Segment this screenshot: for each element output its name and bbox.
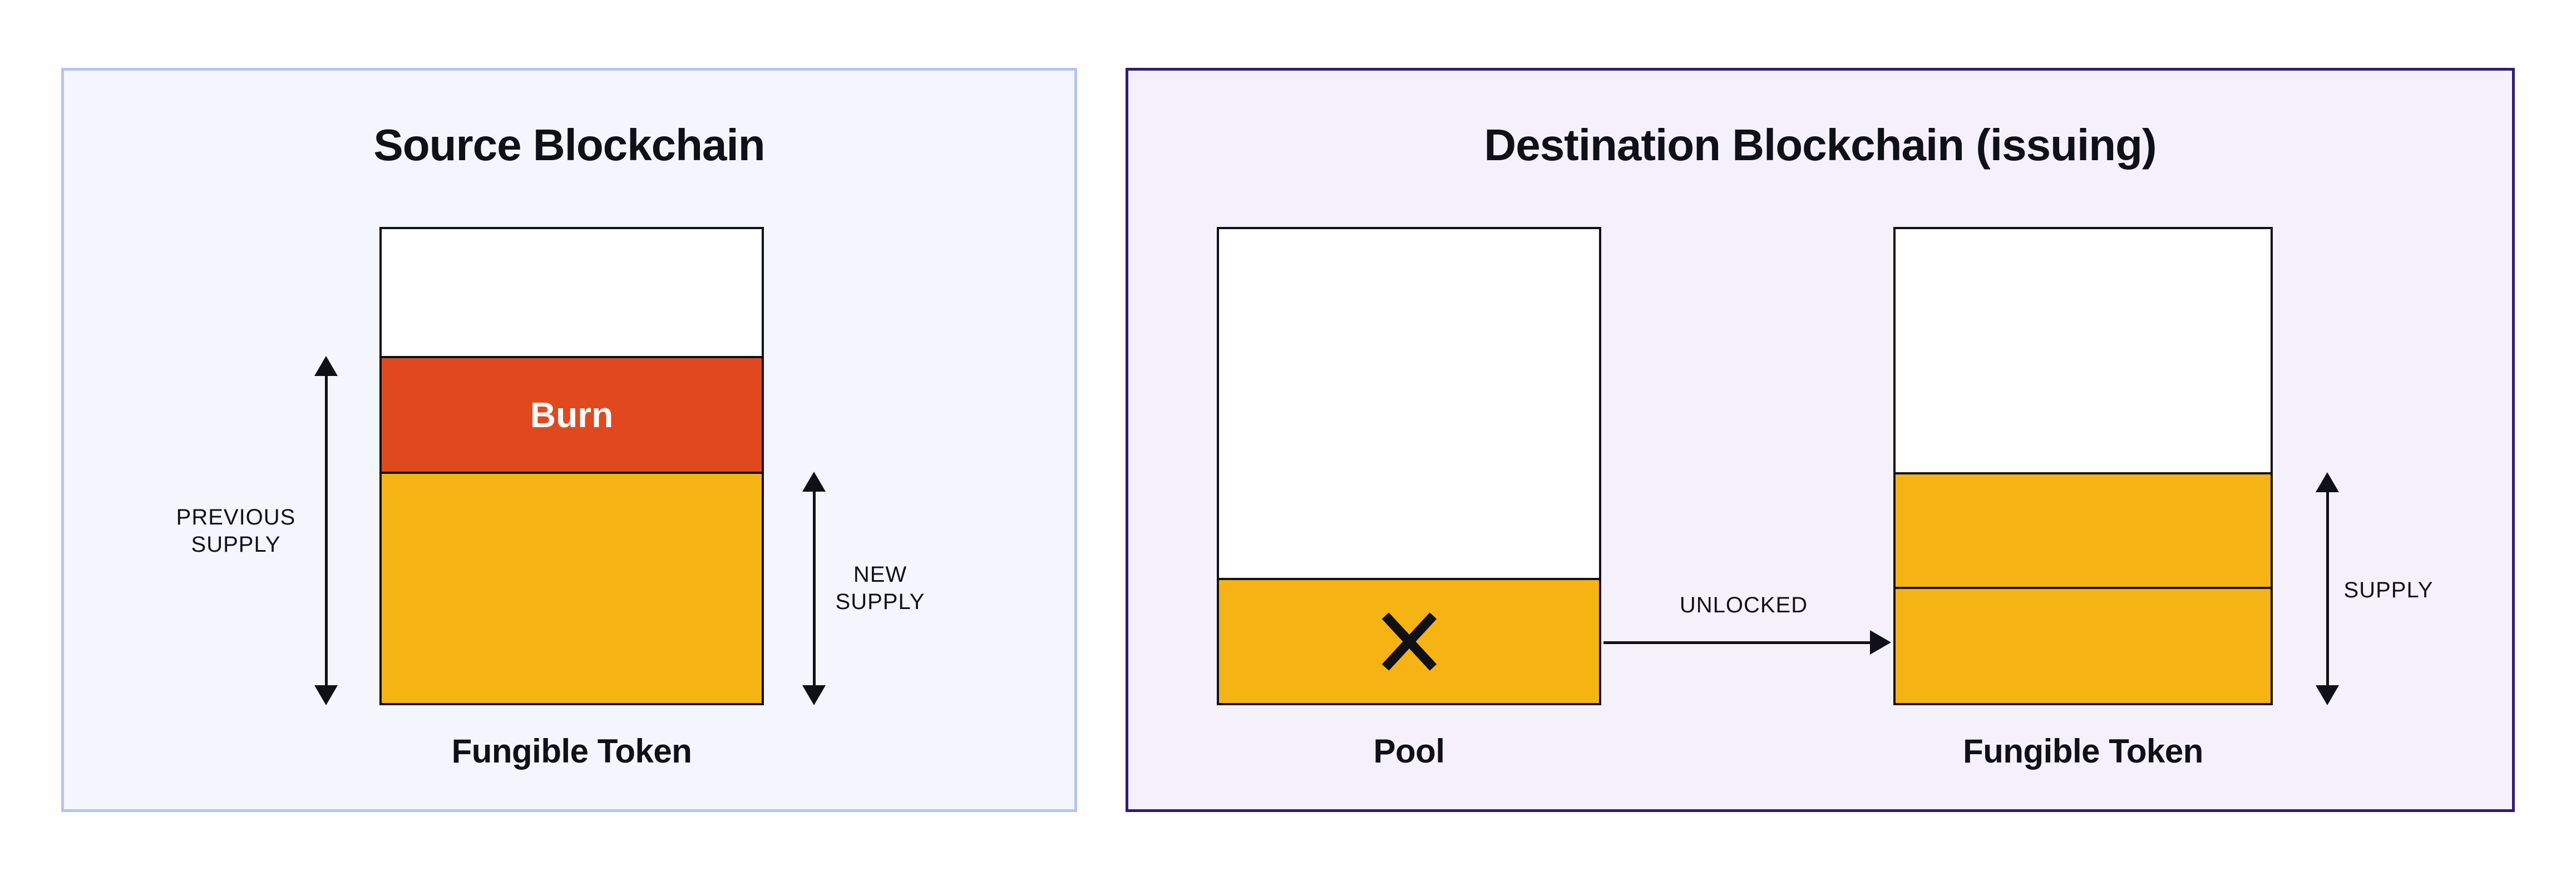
source-bar-burn-segment: Burn [382, 358, 762, 472]
arrow-up-icon [314, 356, 338, 376]
dest-bar-upper-supply-segment [1896, 474, 2271, 587]
arrow-right-icon [1870, 630, 1891, 655]
previous-supply-double-arrow-icon [314, 356, 338, 705]
segment-divider [1896, 587, 2271, 589]
segment-divider [1219, 578, 1599, 580]
arrow-down-icon [802, 685, 826, 705]
destination-bar-caption: Fungible Token [1963, 732, 2203, 770]
arrow-shaft [812, 492, 816, 685]
arrow-shaft [2326, 492, 2329, 685]
source-bar-empty-segment [382, 229, 762, 356]
pool-bar-locked-segment [1219, 580, 1599, 703]
supply-label: SUPPLY [2343, 578, 2434, 602]
destination-panel-title: Destination Blockchain (issuing) [1484, 120, 2156, 170]
new-supply-double-arrow-icon [802, 472, 826, 705]
dest-bar-unlocked-supply-segment [1896, 589, 2271, 703]
burn-label: Burn [530, 395, 614, 435]
unlocked-label: UNLOCKED [1679, 593, 1808, 617]
pool-bar-empty-segment [1219, 229, 1599, 578]
arrow-shaft [324, 376, 328, 685]
arrow-up-icon [802, 472, 826, 492]
pool-bar-caption: Pool [1373, 732, 1445, 770]
previous-supply-label: PREVIOUS SUPPLY [176, 505, 296, 557]
arrow-up-icon [2316, 472, 2339, 492]
source-bar-caption: Fungible Token [451, 732, 692, 770]
segment-divider [382, 472, 762, 474]
arrow-down-icon [2316, 685, 2339, 705]
arrow-down-icon [314, 685, 338, 705]
pool-bar [1217, 227, 1601, 705]
unlocked-arrow-right-icon [1603, 630, 1891, 655]
dest-bar-empty-segment [1896, 229, 2271, 472]
source-panel-title: Source Blockchain [373, 120, 765, 170]
x-cross-icon [1381, 612, 1437, 671]
arrow-shaft [1603, 641, 1870, 644]
supply-double-arrow-icon [2315, 472, 2340, 705]
segment-divider [382, 356, 762, 358]
segment-divider [1896, 472, 2271, 474]
source-token-bar: Burn [379, 227, 764, 705]
destination-token-bar [1893, 227, 2273, 705]
source-bar-remaining-supply-segment [382, 474, 762, 703]
new-supply-label: NEW SUPPLY [835, 562, 925, 614]
